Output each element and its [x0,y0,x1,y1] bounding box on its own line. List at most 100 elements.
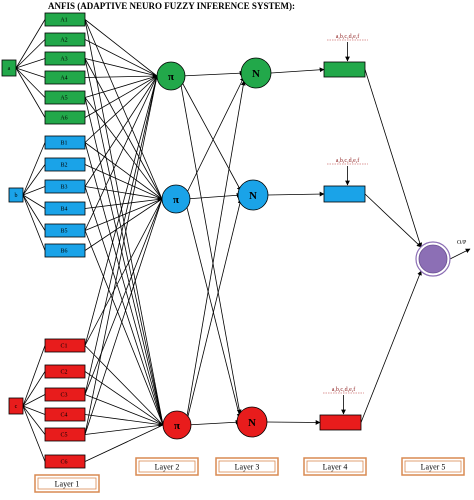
layer-box-inner-3 [218,460,276,473]
diagram-title: ANFIS (ADAPTIVE NEURO FUZZY INFERENCE SY… [48,1,295,11]
mf-to-rule-line [84,198,163,435]
input-to-mf-line [15,39,46,69]
rule-to-norm-line [185,192,242,200]
input-to-mf-line [22,405,46,462]
mf-to-rule-line [84,414,164,427]
mf-node-b4 [44,201,86,216]
layer-label-4: Layer 4 [323,463,348,472]
mf-to-rule-line [84,75,158,143]
layer-box-1 [34,474,100,493]
mf-node-c4 [44,407,86,422]
consequent-node-2 [323,185,366,203]
input-to-mf-line [15,19,46,69]
rule-symbol-2: π [173,194,179,206]
layer-box-4 [303,457,367,476]
mf-to-rule-line [84,394,164,426]
mf-label-a3: A3 [60,57,67,63]
norm-symbol-2: N [249,190,257,202]
mf-label-c5: C5 [60,433,67,439]
consequent-to-output-line [364,193,422,248]
input-to-mf-line [15,67,46,118]
mf-to-rule-line [84,73,158,79]
input-to-mf-line [22,405,46,435]
consequent-to-output-line [360,270,422,423]
mf-node-a1 [44,12,86,27]
layer-box-2 [135,457,199,476]
mf-to-rule-line [84,75,158,346]
layer-label-5: Layer 5 [421,463,446,472]
mf-label-b2: B2 [60,163,67,169]
mf-node-a6 [44,110,86,125]
rule-to-norm-line [180,79,242,192]
consequent-node-3 [319,414,362,431]
input-to-mf-line [22,394,46,407]
rule-to-norm-line [186,419,241,426]
input-to-mf-line [22,194,46,231]
mf-to-rule-line [84,19,163,200]
input-label-a: a [8,66,11,72]
layer-box-inner-1 [37,477,97,490]
norm-to-consequent-line [267,191,325,197]
input-to-mf-line [15,58,46,69]
input-node-b [8,187,24,203]
norm-to-consequent-line [270,67,325,74]
consequent-params-3: a,b,c,d,e,f [332,386,356,393]
mf-node-c1 [44,338,86,353]
mf-label-b4: B4 [60,207,67,213]
mf-to-rule-line [84,371,164,426]
rule-node-2 [161,184,191,214]
norm-node-3 [236,406,268,438]
mf-to-rule-line [84,198,163,395]
mf-to-rule-line [84,186,163,200]
input-to-mf-line [15,67,46,78]
layer-label-2: Layer 2 [155,463,180,472]
consequent-to-output-line [364,69,423,248]
layer-box-inner-5 [404,460,462,473]
mf-to-rule-line [84,164,163,200]
rule-symbol-3: π [174,420,180,432]
norm-node-1 [240,57,272,89]
mf-to-rule-line [84,75,158,395]
mf-label-a5: A5 [60,96,67,102]
mf-node-a4 [44,70,86,85]
mf-node-b6 [44,243,86,258]
layer-box-5 [401,457,465,476]
input-label-c: c [15,404,18,410]
norm-symbol-1: N [252,68,260,80]
mf-to-rule-line [84,58,163,200]
mf-to-rule-line [84,198,163,231]
input-to-mf-line [22,371,46,407]
mf-label-a4: A4 [60,76,67,82]
mf-label-c1: C1 [60,344,67,350]
rule-to-norm-line [185,76,245,196]
rule-to-norm-line [180,70,245,77]
mf-node-b1 [44,135,86,150]
input-to-mf-line [22,345,46,407]
mf-node-c3 [44,387,86,402]
mf-label-c3: C3 [60,393,67,399]
rule-node-1 [156,61,186,91]
mf-label-c4: C4 [60,413,67,419]
rule-to-norm-line [180,83,242,415]
mf-to-rule-line [84,198,163,346]
output-node [418,244,448,274]
mf-label-c6: C6 [60,460,67,466]
mf-label-a1: A1 [60,18,67,24]
layer-box-inner-4 [306,460,364,473]
mf-node-b5 [44,223,86,238]
rule-to-norm-line [185,202,242,419]
rule-to-norm-line [186,198,243,422]
mf-node-c5 [44,427,86,442]
input-label-b: b [15,193,18,199]
mf-node-b3 [44,179,86,194]
input-to-mf-line [22,194,46,251]
mf-node-a2 [44,32,86,47]
input-to-mf-line [22,186,46,196]
mf-label-a2: A2 [60,38,67,44]
mf-node-c6 [44,454,86,469]
rule-symbol-1: π [168,71,174,83]
input-to-mf-line [22,194,46,209]
mf-to-rule-line [84,197,163,209]
mf-to-rule-line [84,19,158,77]
